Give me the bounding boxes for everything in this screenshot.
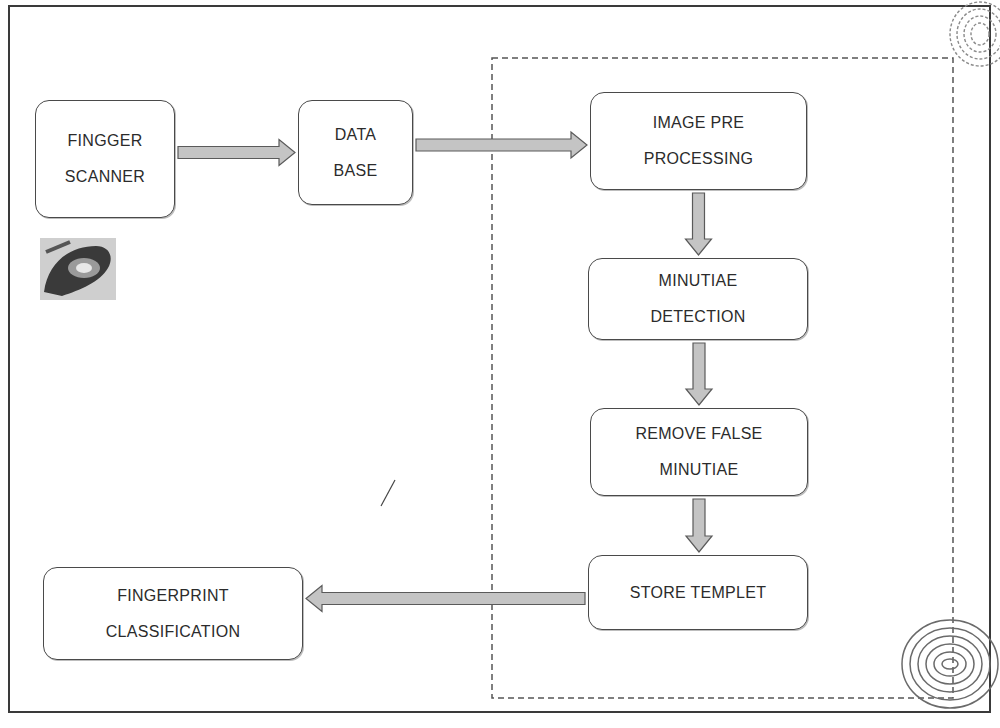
box-label: FINGERPRINT CLASSIFICATION <box>68 578 278 650</box>
fingerprint-image <box>950 2 1000 66</box>
flow-arrow <box>306 586 585 612</box>
stray-mark <box>381 480 395 506</box>
process-box: STORE TEMPLET <box>588 555 808 630</box>
scanner-photo <box>40 238 116 300</box>
process-box: FINGGER SCANNER <box>35 100 175 218</box>
process-box: REMOVE FALSE MINUTIAE <box>590 408 808 496</box>
box-label: REMOVE FALSE MINUTIAE <box>619 416 779 488</box>
process-box: IMAGE PRE PROCESSING <box>590 92 807 190</box>
fingerprint-image <box>902 620 998 708</box>
flow-arrow <box>686 343 712 405</box>
box-label: MINUTIAE DETECTION <box>623 263 773 335</box>
box-label: IMAGE PRE PROCESSING <box>624 105 774 177</box>
outer-frame <box>9 6 990 712</box>
flow-arrow <box>416 132 587 158</box>
process-box: DATA BASE <box>298 100 413 205</box>
flow-arrow <box>178 140 295 166</box>
process-box: FINGERPRINT CLASSIFICATION <box>43 567 303 660</box>
box-label: FINGGER SCANNER <box>50 123 160 195</box>
box-label: STORE TEMPLET <box>630 575 767 611</box>
process-box: MINUTIAE DETECTION <box>588 258 808 340</box>
box-label: DATA BASE <box>316 117 396 189</box>
flow-arrow <box>686 193 712 255</box>
flow-arrow <box>686 499 712 552</box>
